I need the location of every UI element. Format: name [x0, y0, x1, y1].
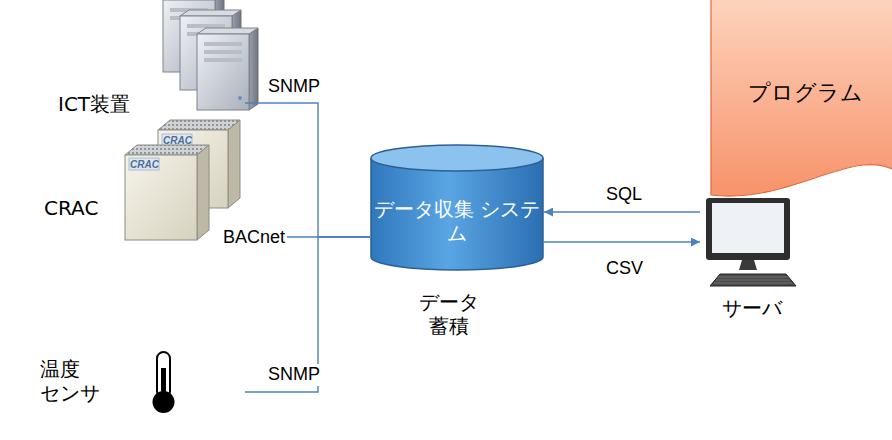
protocol-label: SQL — [604, 184, 644, 206]
monitor-screen — [712, 203, 784, 253]
protocol-label: SNMP — [266, 364, 322, 386]
document-shape — [710, 0, 892, 215]
program-document: プログラム — [710, 0, 892, 215]
computer-icon — [700, 188, 800, 288]
node-label: CRAC — [44, 196, 98, 220]
thermometer-icon — [153, 352, 175, 413]
crac-unit — [125, 145, 209, 240]
node-label: プログラム — [710, 80, 892, 106]
bus-line — [245, 103, 370, 237]
keyboard — [710, 274, 796, 286]
temperature-sensor: 温度 センサ — [30, 345, 245, 420]
protocol-label: BACnet — [221, 227, 287, 249]
flow-arrow — [544, 211, 700, 212]
node-caption: データ 蓄積 — [409, 290, 489, 338]
ict-equipment: ICT装置 — [40, 0, 245, 118]
node-label: 温度 センサ — [40, 357, 102, 405]
node-label: サーバ — [722, 296, 782, 320]
monitor-stand — [739, 260, 757, 270]
node-label: ICT装置 — [58, 92, 130, 116]
data-collection-system: データ収集 システムデータ 蓄積 — [370, 145, 544, 270]
cylinder-body — [371, 158, 543, 270]
key-row — [718, 277, 788, 278]
bus-line — [245, 237, 370, 392]
crac-equipment: CRAC — [30, 118, 240, 243]
document-outline — [711, 0, 892, 196]
protocol-label: CSV — [604, 258, 645, 280]
monitor-frame — [706, 198, 790, 260]
key-row — [716, 280, 790, 281]
server-computer: サーバ — [700, 188, 800, 288]
flow-arrow — [544, 241, 700, 242]
protocol-label: SNMP — [266, 76, 322, 98]
cylinder-top — [371, 145, 543, 171]
key-row — [714, 283, 792, 284]
device-logo: CRAC — [163, 135, 192, 146]
server-tower — [197, 28, 258, 110]
node-label: データ収集 システム — [370, 197, 544, 245]
device-logo: CRAC — [130, 159, 159, 170]
